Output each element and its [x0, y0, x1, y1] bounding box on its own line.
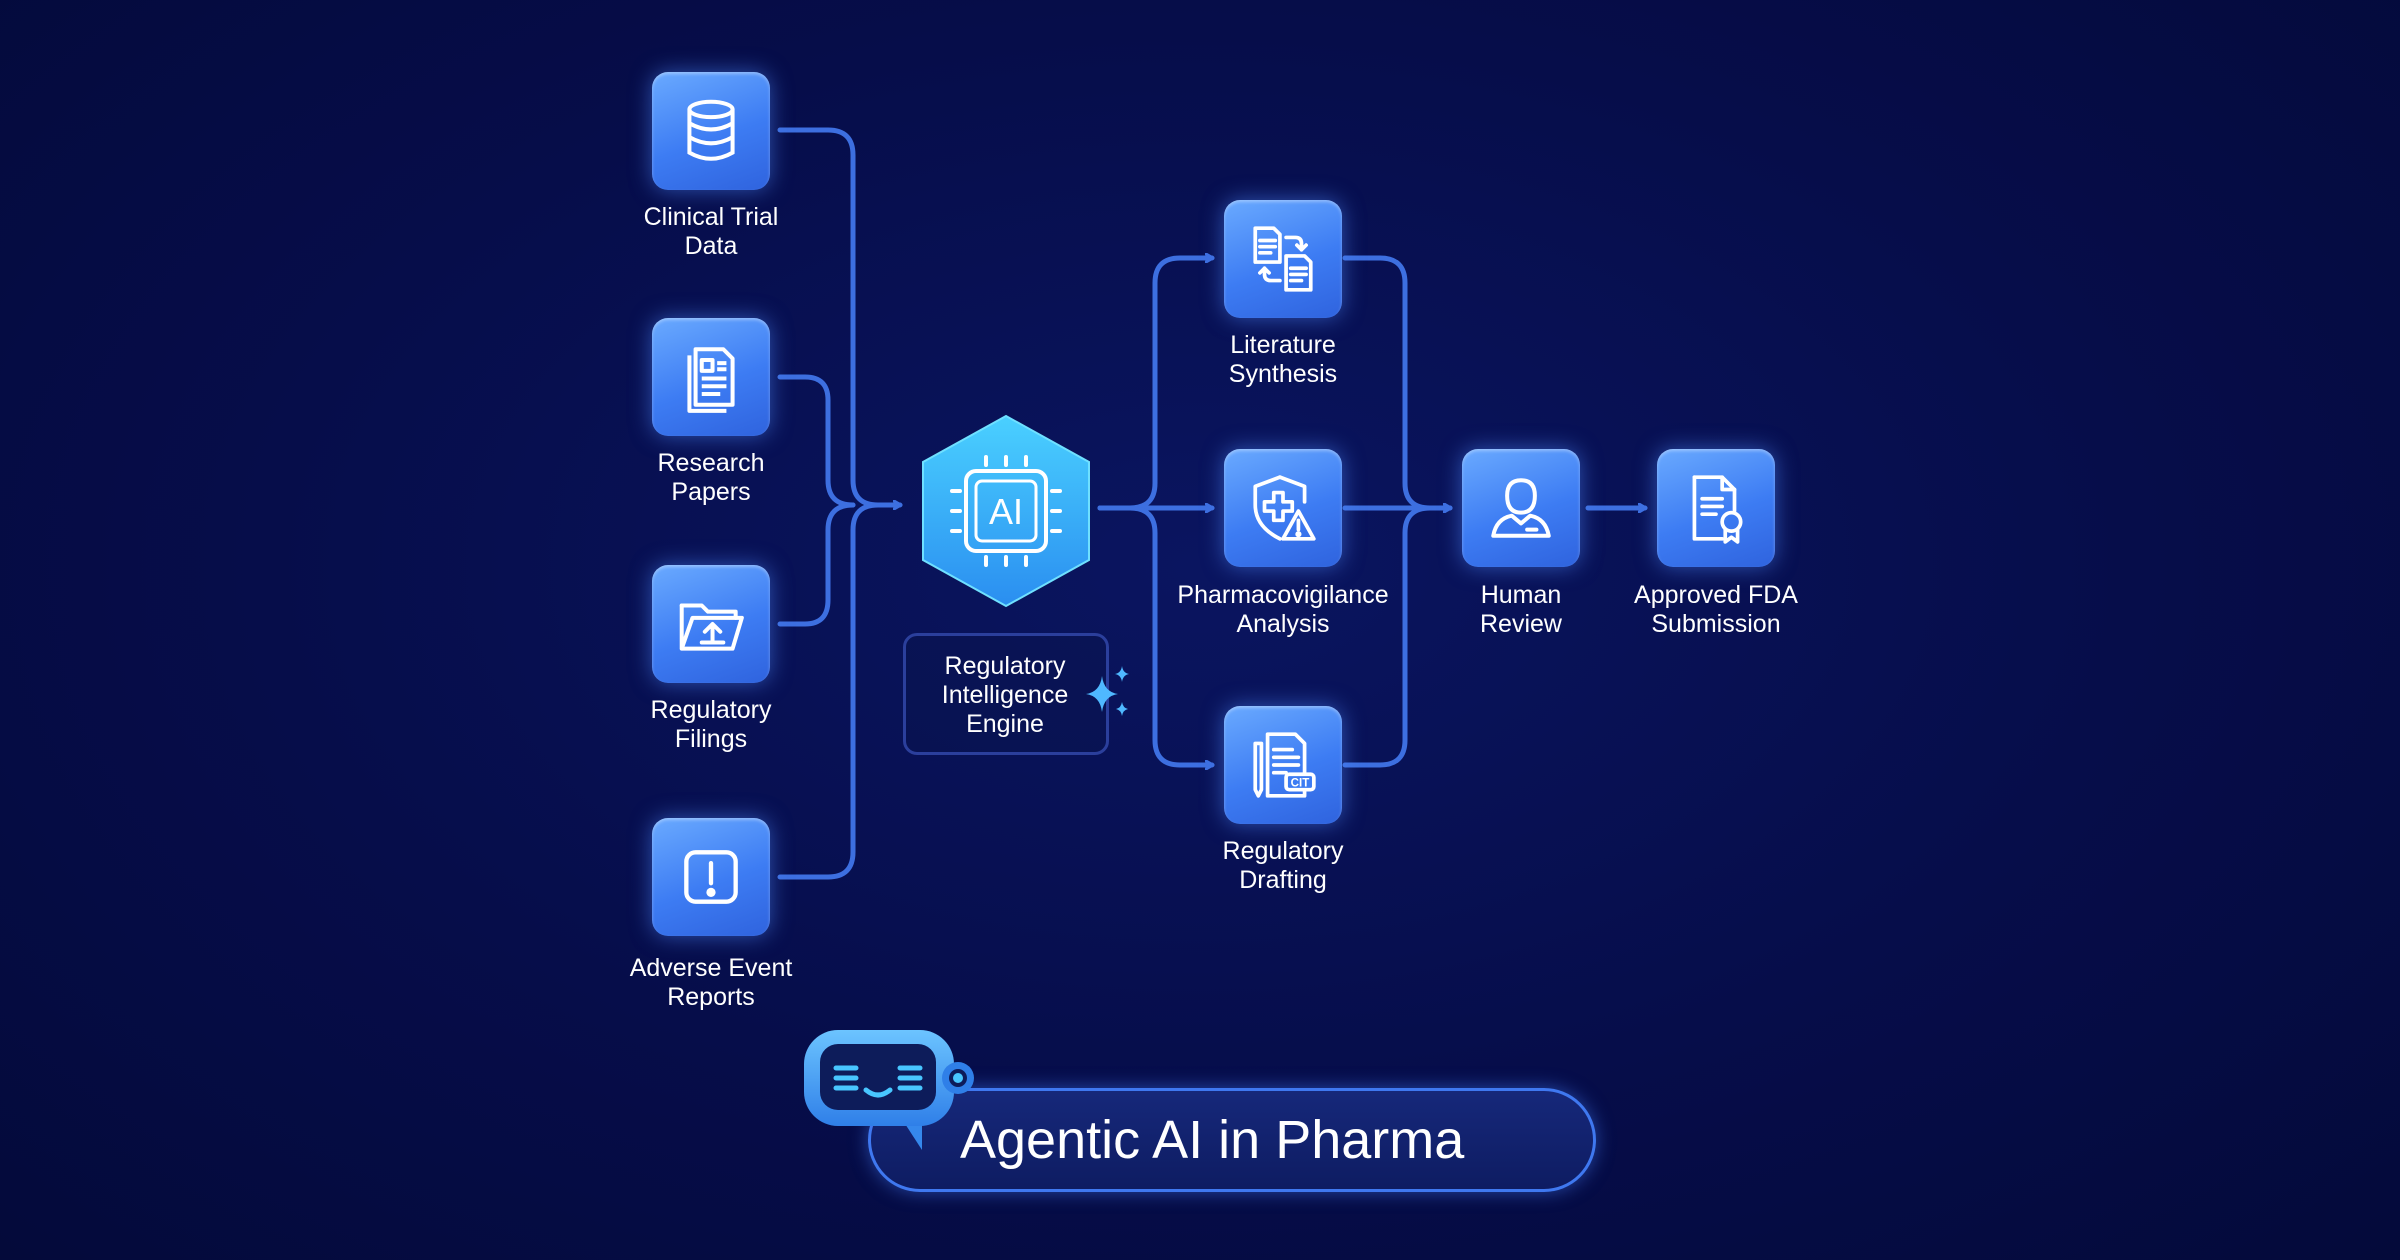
document-transfer-icon: [1253, 226, 1313, 292]
approved-fda-submission-node: [1657, 449, 1775, 567]
approved-fda-submission-label: Approved FDA Submission: [1634, 581, 1798, 638]
pharmacovigilance-analysis-node: [1224, 449, 1342, 567]
literature-synthesis-node: [1224, 200, 1342, 318]
database-icon: [687, 99, 735, 161]
document-icon: [687, 347, 735, 413]
regulatory-drafting-node: CIT: [1224, 706, 1342, 824]
sparkle-icon: [1086, 666, 1129, 716]
pharmacovigilance-analysis-label: Pharmacovigilance Analysis: [1177, 581, 1389, 638]
adverse-event-reports-label: Adverse Event Reports: [629, 954, 793, 1011]
connector-clinical: [777, 127, 903, 505]
title-pill: [868, 1088, 1596, 1192]
engine-label-box: [903, 633, 1109, 755]
clinical-trial-data-label: Clinical Trial Data: [643, 203, 779, 260]
clinical-trial-data-node: [652, 72, 770, 190]
connector-research: [777, 374, 856, 508]
alert-icon: [684, 850, 738, 904]
connector-drafting-review: [1342, 505, 1433, 768]
research-papers-node: [652, 318, 770, 436]
regulatory-filings-label: Regulatory Filings: [650, 696, 772, 753]
regulatory-drafting-label: Regulatory Drafting: [1222, 837, 1344, 894]
connector-adverse: [777, 502, 881, 880]
regulatory-intelligence-engine-hub: AI: [922, 414, 1090, 608]
hub-icon-text: AI: [989, 491, 1023, 532]
connector-filings: [777, 502, 856, 627]
adverse-event-reports-node: [652, 818, 770, 936]
regulatory-filings-node: [652, 565, 770, 683]
svg-text:CIT: CIT: [1291, 778, 1310, 790]
literature-synthesis-label: Literature Synthesis: [1228, 331, 1338, 388]
engine-label: Regulatory Intelligence Engine: [941, 652, 1069, 738]
human-review-node: [1462, 449, 1580, 567]
page-title: Agentic AI in Pharma: [960, 1110, 1465, 1170]
shield-warning-icon: [1253, 475, 1316, 541]
person-icon: [1491, 478, 1551, 538]
chip-icon: [950, 455, 1062, 567]
robot-mascot-icon: [804, 1030, 974, 1150]
human-review-label: Human Review: [1480, 581, 1562, 638]
document-cit-icon: CIT: [1253, 732, 1316, 798]
folder-upload-icon: [679, 603, 744, 651]
research-papers-label: Research Papers: [657, 449, 765, 506]
certified-document-icon: [1692, 475, 1743, 544]
connector-hub-drafting: [1097, 505, 1215, 765]
